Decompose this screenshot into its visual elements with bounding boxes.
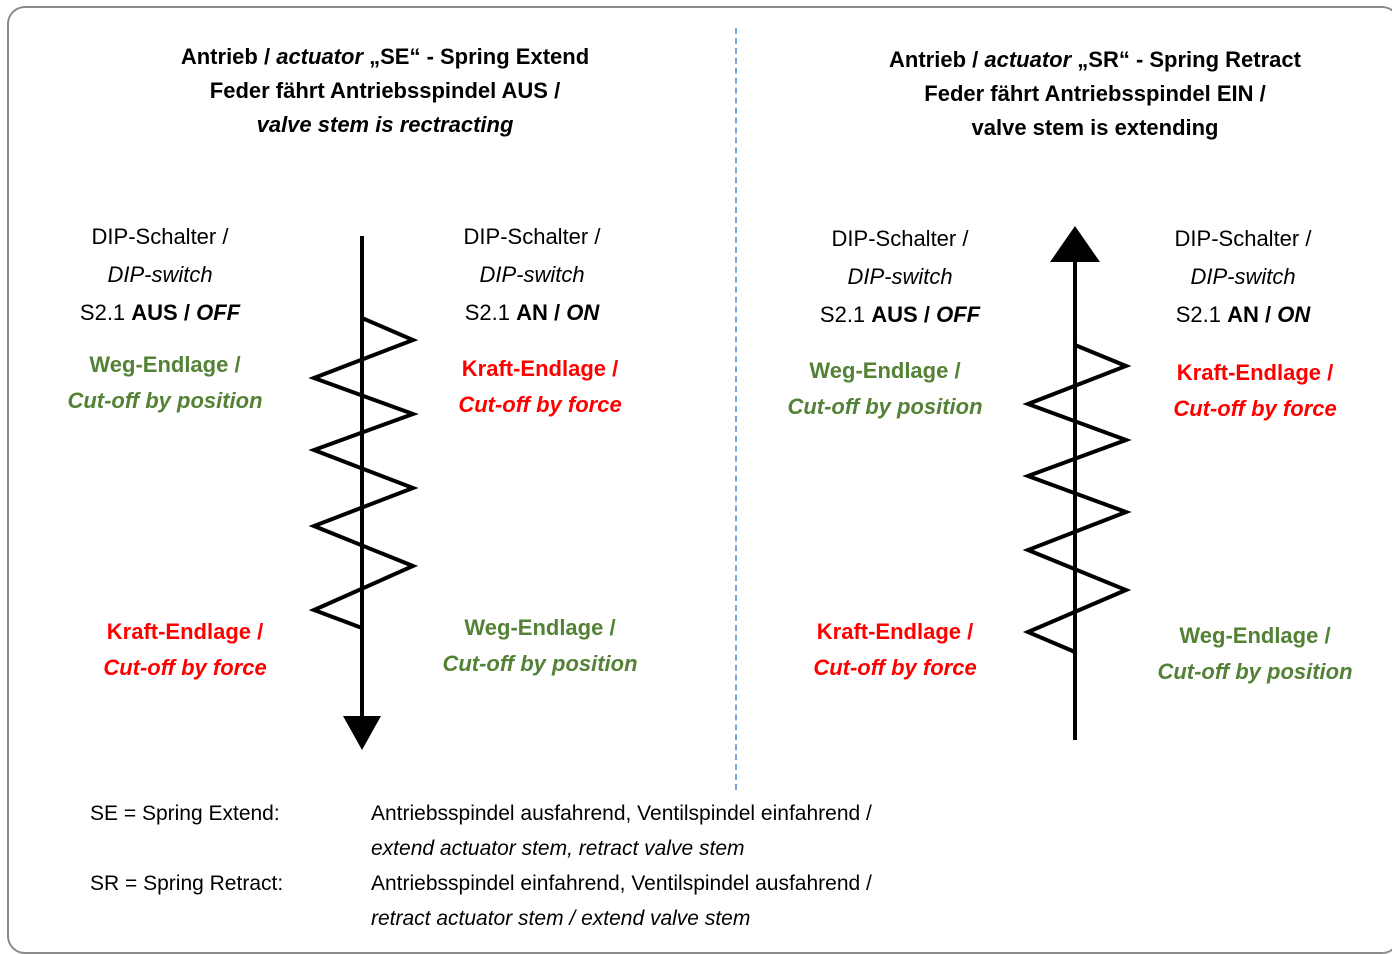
legend-se-de: Antriebsspindel ausfahrend, Ventilspinde… [371, 802, 872, 825]
se-cutoff-force-top: Kraft-Endlage / Cut-off by force [458, 356, 622, 417]
legend-se-en: extend actuator stem, retract valve stem [371, 837, 745, 860]
sr-arrow-up-icon [1050, 226, 1100, 262]
legend-sr-term: SR = Spring Retract: [90, 872, 284, 895]
sr-header-line3: valve stem is extending [971, 115, 1219, 140]
se-cutoff-position-bottom: Weg-Endlage / Cut-off by position [442, 615, 638, 676]
se-spring-icon [308, 316, 419, 630]
sr-cutoff-force-bottom: Kraft-Endlage / Cut-off by force [813, 619, 977, 680]
se-header: Antrieb / actuator „SE“ - Spring Extend … [95, 40, 675, 142]
legend-sr-en: retract actuator stem / extend valve ste… [371, 907, 751, 930]
sr-dip-switch-off: DIP-Schalter / DIP-switch S2.1 AUS / OFF [819, 226, 981, 327]
sr-header-line2: Feder fährt Antriebsspindel EIN / [924, 81, 1266, 106]
se-header-line2: Feder fährt Antriebsspindel AUS / [209, 78, 561, 103]
sr-spring-arrow [1022, 226, 1132, 740]
sr-spring-icon [1022, 343, 1132, 654]
section-divider [735, 28, 737, 790]
se-spring-arrow [308, 236, 419, 750]
se-arrow-down-icon [343, 716, 381, 750]
sr-header-line1: Antrieb / actuator „SR“ - Spring Retract [889, 47, 1301, 72]
sr-cutoff-position-bottom: Weg-Endlage / Cut-off by position [1157, 623, 1353, 684]
sr-header: Antrieb / actuator „SR“ - Spring Retract… [800, 43, 1390, 145]
se-dip-switch-off: DIP-Schalter / DIP-switch S2.1 AUS / OFF [79, 224, 241, 325]
se-header-line1: Antrieb / actuator „SE“ - Spring Extend [180, 44, 590, 69]
se-dip-switch-on: DIP-Schalter / DIP-switch S2.1 AN / ON [463, 224, 601, 325]
sr-cutoff-position-top: Weg-Endlage / Cut-off by position [787, 358, 983, 419]
sr-dip-switch-on: DIP-Schalter / DIP-switch S2.1 AN / ON [1174, 226, 1312, 327]
se-cutoff-position-top: Weg-Endlage / Cut-off by position [67, 352, 263, 413]
se-cutoff-force-bottom: Kraft-Endlage / Cut-off by force [103, 619, 267, 680]
sr-cutoff-force-top: Kraft-Endlage / Cut-off by force [1173, 360, 1337, 421]
legend-sr-de: Antriebsspindel einfahrend, Ventilspinde… [371, 872, 872, 895]
legend-se-term: SE = Spring Extend: [90, 802, 280, 825]
se-header-line3: valve stem is rectracting [256, 112, 514, 137]
